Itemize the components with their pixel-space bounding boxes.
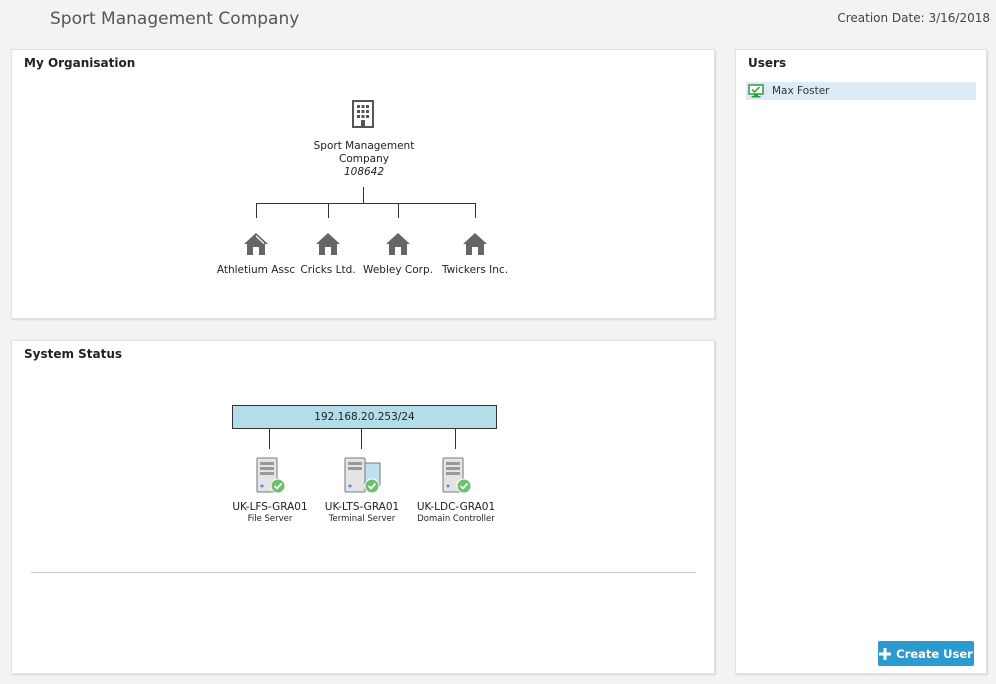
org-connector-root bbox=[363, 187, 364, 203]
monitor-user-icon bbox=[748, 84, 764, 98]
house-icon bbox=[386, 233, 410, 255]
org-root-node[interactable]: Sport Management Company 108642 bbox=[302, 140, 426, 179]
org-root-id: 108642 bbox=[343, 166, 385, 178]
server-name: UK-LFS-GRA01 bbox=[232, 501, 308, 513]
org-child-label: Athletium Assc bbox=[216, 264, 296, 276]
organisation-panel-title: My Organisation bbox=[24, 56, 136, 70]
subnet-box[interactable]: 192.168.20.253/24 bbox=[232, 405, 497, 429]
server-role: Terminal Server bbox=[328, 514, 396, 524]
org-child-node[interactable]: Cricks Ltd. bbox=[283, 232, 373, 276]
user-list-item[interactable]: Max Foster bbox=[746, 82, 976, 100]
server-node[interactable]: UK-LFS-GRA01 File Server bbox=[224, 457, 316, 524]
server-ok-icon bbox=[256, 457, 286, 494]
org-child-label: Cricks Ltd. bbox=[300, 264, 356, 276]
users-panel: Users Max Foster Create User bbox=[735, 49, 987, 674]
server-node[interactable]: UK-LTS-GRA01 Terminal Server bbox=[316, 457, 408, 524]
organisation-panel: My Organisation Sport Management Company… bbox=[11, 49, 715, 319]
house-icon bbox=[316, 233, 340, 255]
server-role: Domain Controller bbox=[417, 514, 495, 524]
org-child-label: Webley Corp. bbox=[363, 264, 433, 276]
system-status-panel: System Status 192.168.20.253/24 UK-LFS-G… bbox=[11, 340, 715, 674]
status-divider bbox=[31, 572, 696, 573]
create-user-label: Create User bbox=[896, 646, 973, 661]
house-icon bbox=[463, 233, 487, 255]
org-connector-child bbox=[398, 203, 399, 218]
page-title: Sport Management Company bbox=[50, 9, 300, 29]
org-root-name: Sport Management Company bbox=[313, 140, 415, 165]
org-connector-horizontal bbox=[256, 203, 476, 204]
users-panel-title: Users bbox=[748, 56, 787, 70]
plus-icon bbox=[879, 647, 892, 660]
server-name: UK-LDC-GRA01 bbox=[416, 501, 496, 513]
org-connector-child bbox=[475, 203, 476, 218]
org-child-node[interactable]: Webley Corp. bbox=[353, 232, 443, 276]
building-icon bbox=[352, 100, 374, 128]
org-child-label: Twickers Inc. bbox=[441, 264, 509, 276]
subnet-connector bbox=[455, 429, 456, 449]
server-node[interactable]: UK-LDC-GRA01 Domain Controller bbox=[410, 457, 502, 524]
org-connector-child bbox=[256, 203, 257, 218]
house-icon bbox=[244, 233, 268, 255]
system-status-panel-title: System Status bbox=[24, 347, 123, 361]
org-connector-child bbox=[328, 203, 329, 218]
user-name: Max Foster bbox=[772, 85, 830, 97]
subnet-connector bbox=[269, 429, 270, 449]
org-child-node[interactable]: Athletium Assc bbox=[211, 232, 301, 276]
org-child-node[interactable]: Twickers Inc. bbox=[430, 232, 520, 276]
terminal-server-ok-icon bbox=[344, 457, 381, 494]
server-ok-icon bbox=[442, 457, 472, 494]
creation-date: Creation Date: 3/16/2018 bbox=[837, 11, 990, 25]
create-user-button[interactable]: Create User bbox=[878, 641, 974, 666]
server-role: File Server bbox=[247, 514, 293, 524]
server-name: UK-LTS-GRA01 bbox=[324, 501, 400, 513]
subnet-connector bbox=[361, 429, 362, 449]
